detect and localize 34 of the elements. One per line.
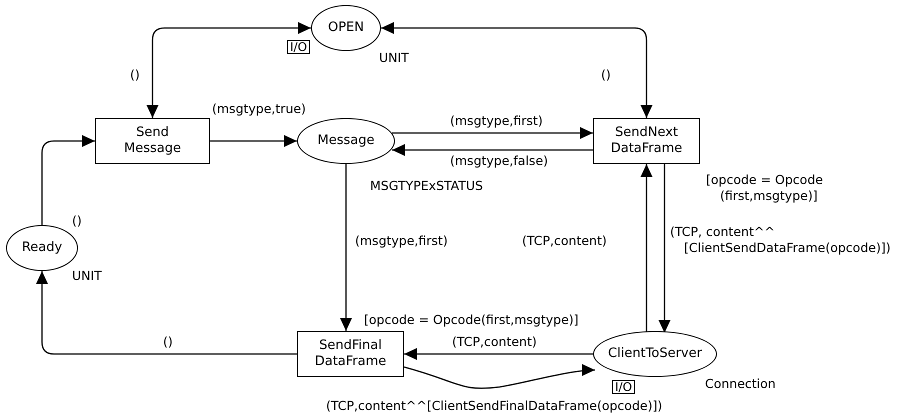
- arc-inscription: (): [130, 67, 140, 84]
- arc-arrow: [392, 144, 593, 156]
- arc-inscription: (): [72, 213, 82, 230]
- place-ellipse: Ready: [6, 225, 78, 271]
- arc-inscription: (TCP,content): [522, 233, 607, 250]
- arc-arrow: [381, 22, 652, 118]
- arc-arrow: [41, 135, 95, 225]
- arc-arrow: [392, 127, 593, 139]
- arc-inscription: (msgtype,first): [355, 233, 448, 250]
- place-ellipse: ClientToServer: [593, 331, 717, 377]
- arc-arrow: [36, 271, 297, 355]
- port-tag: I/O: [612, 380, 636, 394]
- place-ellipse: Message: [297, 118, 395, 164]
- arc-inscription: (): [601, 67, 611, 84]
- arc-arrow: [340, 164, 352, 331]
- arc-arrow: [658, 164, 670, 333]
- transition-box: SendNext DataFrame: [593, 118, 700, 164]
- arc-inscription: (TCP,content): [452, 334, 537, 350]
- arc-arrow: [404, 348, 593, 360]
- arc-arrow: [640, 164, 652, 332]
- transition-box: SendFinal DataFrame: [297, 331, 404, 377]
- arc-inscription: (msgtype,true): [212, 101, 306, 118]
- arc-inscription: (TCP,content^^[ClientSendFinalDataFrame(opcode)]): [326, 398, 662, 414]
- arc-arrow: [210, 135, 297, 147]
- arc-arrow: [146, 22, 311, 118]
- port-tag: I/O: [287, 40, 310, 54]
- arc-arrow: [404, 364, 596, 389]
- place-ellipse: OPEN: [311, 5, 381, 51]
- arc-inscription: (): [163, 334, 173, 350]
- arc-inscription: (TCP, content^^ [ClientSendDataFrame(opcode)]): [670, 224, 891, 256]
- arc-inscription: (msgtype,false): [450, 153, 548, 170]
- guard-label: [opcode = Opcode(first,msgtype)]: [364, 312, 579, 328]
- transition-box: Send Message: [95, 118, 210, 164]
- arc-inscription: (msgtype,first): [450, 113, 543, 130]
